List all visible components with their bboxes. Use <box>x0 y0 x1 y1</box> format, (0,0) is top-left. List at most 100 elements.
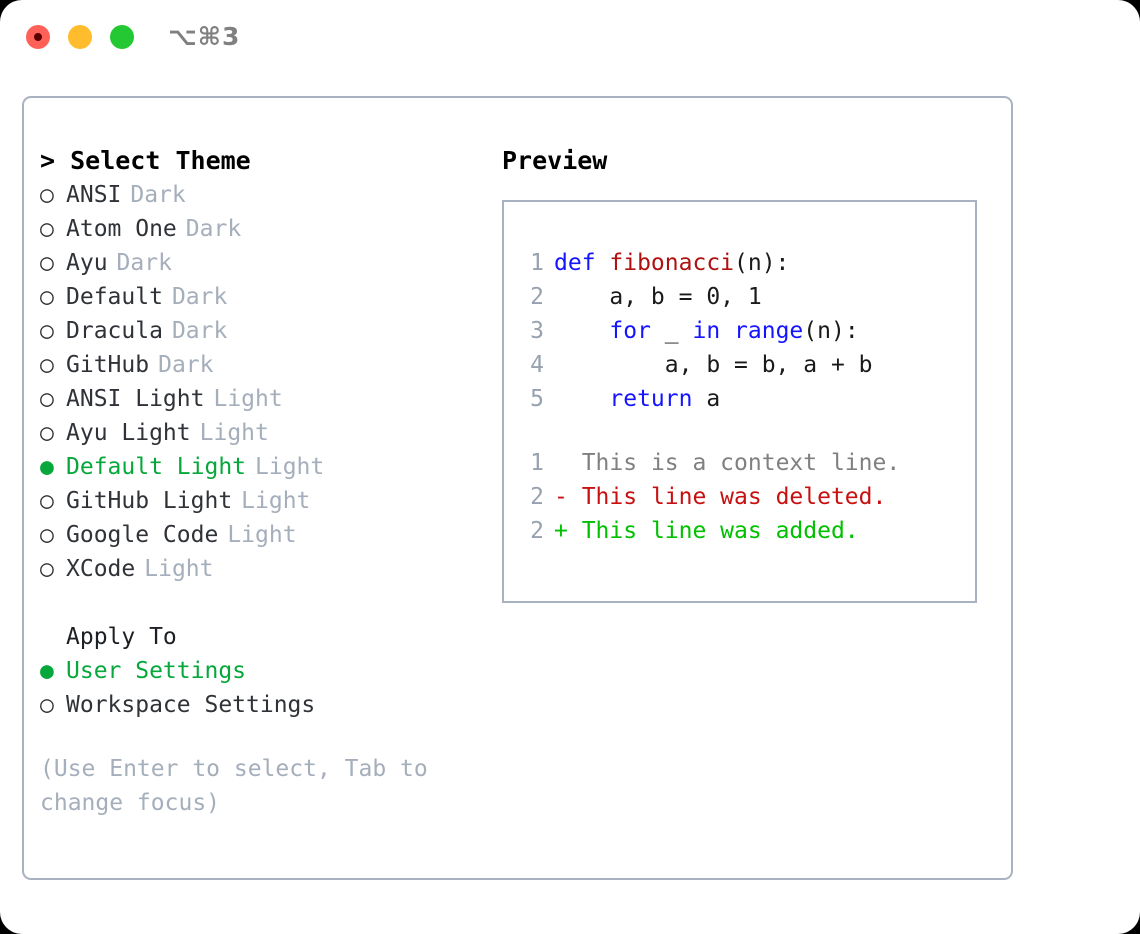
code-token-kw: for <box>609 318 651 344</box>
radio-unselected-icon: ○ <box>40 420 54 446</box>
theme-name: Atom One <box>66 216 177 242</box>
code-token-fn: fibonacci <box>609 250 735 276</box>
apply-to-option[interactable]: ○Workspace Settings <box>40 688 490 722</box>
line-number: 4 <box>530 352 544 378</box>
code-text: a, b = b, a + b <box>554 348 873 382</box>
theme-list-item[interactable]: ○ GitHub Light Light <box>40 484 490 518</box>
diff-text: This line was added. <box>581 518 859 544</box>
theme-variant-tag: Light <box>241 488 311 514</box>
minimize-button[interactable] <box>68 25 92 49</box>
maximize-button[interactable] <box>110 25 134 49</box>
radio-unselected-icon: ○ <box>40 488 54 514</box>
line-number: 3 <box>530 318 544 344</box>
code-line: 1 def fibonacci(n): <box>504 246 975 280</box>
theme-name: ANSI Light <box>66 386 205 412</box>
theme-variant-tag: Light <box>213 386 283 412</box>
theme-variant-tag: Light <box>144 556 214 582</box>
theme-variant-tag: Dark <box>185 216 242 242</box>
apply-to-list: ●User Settings○Workspace Settings <box>40 654 490 722</box>
line-number: 2 <box>530 484 544 510</box>
theme-name: XCode <box>66 556 136 582</box>
keyboard-hint: (Use Enter to select, Tab to change focu… <box>40 756 442 816</box>
radio-unselected-icon: ○ <box>40 556 54 582</box>
theme-name: ANSI <box>66 182 122 208</box>
theme-variant-tag: Dark <box>171 318 228 344</box>
theme-name: Dracula <box>66 318 163 344</box>
theme-list-item[interactable]: ○ XCode Light <box>40 552 490 586</box>
code-token-plain: (n): <box>734 250 790 276</box>
line-number: 1 <box>530 250 544 276</box>
code-token-kw: return <box>609 386 693 412</box>
theme-variant-tag: Dark <box>158 352 214 378</box>
code-token-kw: in <box>692 318 721 344</box>
apply-to-label: User Settings <box>66 658 247 684</box>
theme-list-item[interactable]: ● Default Light Light <box>40 450 490 484</box>
theme-name: Ayu Light <box>66 420 191 446</box>
theme-name: Default Light <box>66 454 247 480</box>
close-button[interactable] <box>26 25 50 49</box>
list-spacer <box>40 586 490 620</box>
theme-list-item[interactable]: ○ ANSI Dark <box>40 178 490 212</box>
radio-unselected-icon: ○ <box>40 386 54 412</box>
code-token-plain: _ <box>650 318 693 344</box>
theme-list-item[interactable]: ○ Ayu Light Light <box>40 416 490 450</box>
radio-unselected-icon: ○ <box>40 522 54 548</box>
diff-marker: - <box>554 484 582 510</box>
code-token-kw: def <box>554 250 610 276</box>
diff-text: This line was deleted. <box>581 484 887 510</box>
theme-list-item[interactable]: ○ Ayu Dark <box>40 246 490 280</box>
apply-to-option[interactable]: ●User Settings <box>40 654 490 688</box>
theme-variant-tag: Light <box>227 522 297 548</box>
theme-variant-tag: Light <box>255 454 325 480</box>
code-line: 5 return a <box>504 382 975 416</box>
radio-selected-icon: ● <box>40 454 54 480</box>
apply-to-header: Apply To <box>66 624 177 650</box>
radio-unselected-icon: ○ <box>40 250 54 276</box>
code-token-plain: a <box>692 386 721 412</box>
title-bar: ⌥⌘3 <box>0 0 1140 78</box>
code-text: return a <box>554 382 720 416</box>
diff-marker <box>554 446 582 480</box>
theme-list-item[interactable]: ○ GitHub Dark <box>40 348 490 382</box>
theme-variant-tag: Dark <box>116 250 172 276</box>
theme-variant-tag: Dark <box>171 284 228 310</box>
radio-unselected-icon: ○ <box>40 182 54 208</box>
theme-name: GitHub <box>66 352 150 378</box>
code-token-plain: (n): <box>803 318 859 344</box>
theme-list-item[interactable]: ○ Dracula Dark <box>40 314 490 348</box>
code-text: a, b = 0, 1 <box>554 280 762 314</box>
diff-text: This is a context line. <box>581 450 901 476</box>
theme-list-header: > Select Theme <box>40 146 251 175</box>
diff-line: 2- This line was deleted. <box>504 480 975 514</box>
radio-unselected-icon: ○ <box>40 352 54 378</box>
code-token-kw: range <box>734 318 804 344</box>
code-line: 3 for _ in range(n): <box>504 314 975 348</box>
theme-name: GitHub Light <box>66 488 233 514</box>
code-token-plain <box>554 318 609 344</box>
code-line: 4 a, b = b, a + b <box>504 348 975 382</box>
diff-line: 1 This is a context line. <box>504 446 975 480</box>
theme-variant-tag: Light <box>199 420 269 446</box>
code-token-plain <box>554 386 609 412</box>
code-token-plain: a, b = b, a + b <box>554 352 873 378</box>
window-title-shortcut: ⌥⌘3 <box>168 22 241 51</box>
theme-name: Ayu <box>66 250 108 276</box>
traffic-lights <box>26 25 134 49</box>
code-token-plain <box>720 318 734 344</box>
line-number: 2 <box>530 518 544 544</box>
code-token-plain: a, b = 0, 1 <box>554 284 762 310</box>
line-number: 1 <box>530 450 544 476</box>
theme-list-item[interactable]: ○ ANSI Light Light <box>40 382 490 416</box>
radio-unselected-icon: ○ <box>40 318 54 344</box>
theme-variant-tag: Dark <box>130 182 186 208</box>
